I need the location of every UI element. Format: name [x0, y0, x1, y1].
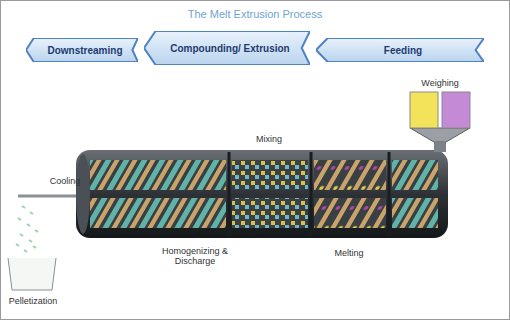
- part-label: Melting: [318, 248, 380, 258]
- stage-label: Downstreaming: [47, 45, 122, 56]
- strand: [18, 195, 80, 198]
- part-label: Cooling: [40, 176, 90, 186]
- stage-label: Compounding/ Extrusion: [170, 43, 289, 54]
- part-label: Pelletization: [0, 296, 66, 306]
- title: The Melt Extrusion Process: [0, 8, 510, 20]
- part-label: Homogenizing & Discharge: [150, 246, 240, 267]
- pellet-bin: [8, 258, 56, 290]
- barrel-end: [76, 154, 90, 234]
- barrel: [76, 150, 448, 238]
- part-label: Weighing: [410, 78, 470, 88]
- screws: [90, 152, 438, 236]
- part-label: Mixing: [238, 134, 300, 144]
- stage-label: Feeding: [384, 45, 422, 56]
- stage-arrow: Feeding: [316, 38, 484, 62]
- stage-arrow: Downstreaming: [26, 38, 138, 62]
- stage-arrow: Compounding/ Extrusion: [144, 31, 310, 65]
- hopper: [410, 92, 470, 152]
